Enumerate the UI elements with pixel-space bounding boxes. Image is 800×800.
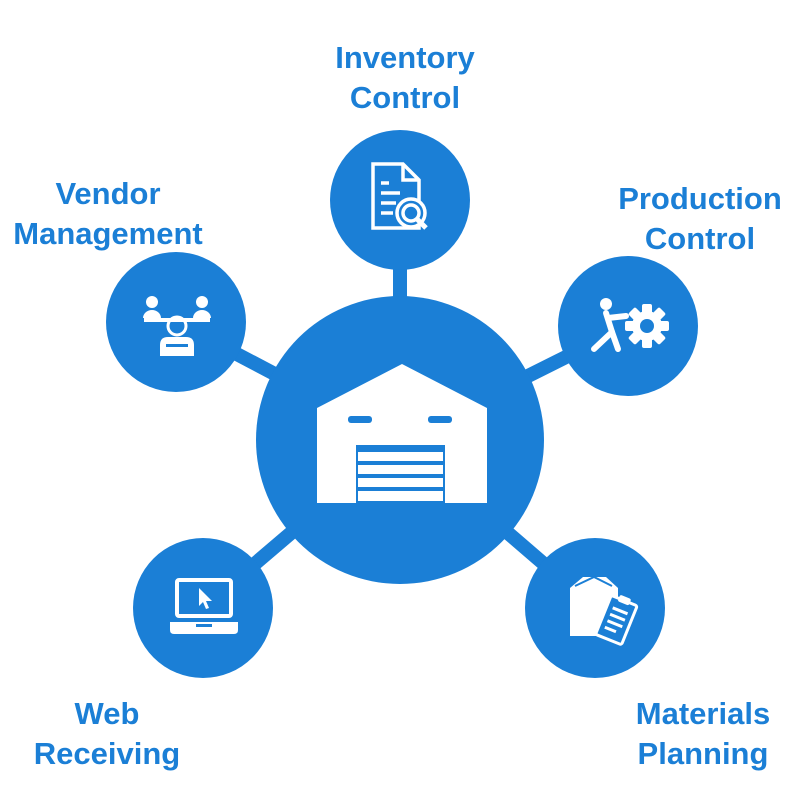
label-web-line1: Web: [74, 696, 140, 731]
node-materials-planning: [525, 538, 665, 678]
label-vendor-management: Vendor Management: [0, 174, 216, 254]
label-production-control: Production Control: [600, 179, 800, 259]
document-search-icon: [371, 162, 428, 230]
warehouse-icon: [317, 364, 487, 503]
label-inventory-control: Inventory Control: [305, 38, 505, 118]
node-vendor-management: [106, 252, 246, 392]
node-inventory-control: [330, 130, 470, 270]
label-production-line2: Control: [644, 221, 756, 256]
label-materials-line1: Materials: [635, 696, 771, 731]
label-production-line1: Production: [618, 181, 782, 216]
label-materials-line2: Planning: [637, 736, 769, 771]
label-vendor-line2: Management: [13, 216, 203, 251]
label-web-receiving: Web Receiving: [0, 694, 214, 774]
box-clipboard-icon: [570, 575, 639, 646]
worker-gear-icon: [591, 298, 669, 352]
label-web-line2: Receiving: [33, 736, 181, 771]
label-materials-planning: Materials Planning: [606, 694, 800, 774]
node-circle-web: [133, 538, 273, 678]
hub-node: [256, 296, 544, 584]
node-circle-inventory: [330, 130, 470, 270]
vendor-meeting-icon: [143, 296, 211, 356]
laptop-cursor-icon: [170, 578, 238, 634]
label-inventory-line1: Inventory: [335, 40, 475, 75]
label-inventory-line2: Control: [349, 80, 461, 115]
label-vendor-line1: Vendor: [55, 176, 161, 211]
node-production-control: [558, 256, 698, 396]
node-web-receiving: [133, 538, 273, 678]
